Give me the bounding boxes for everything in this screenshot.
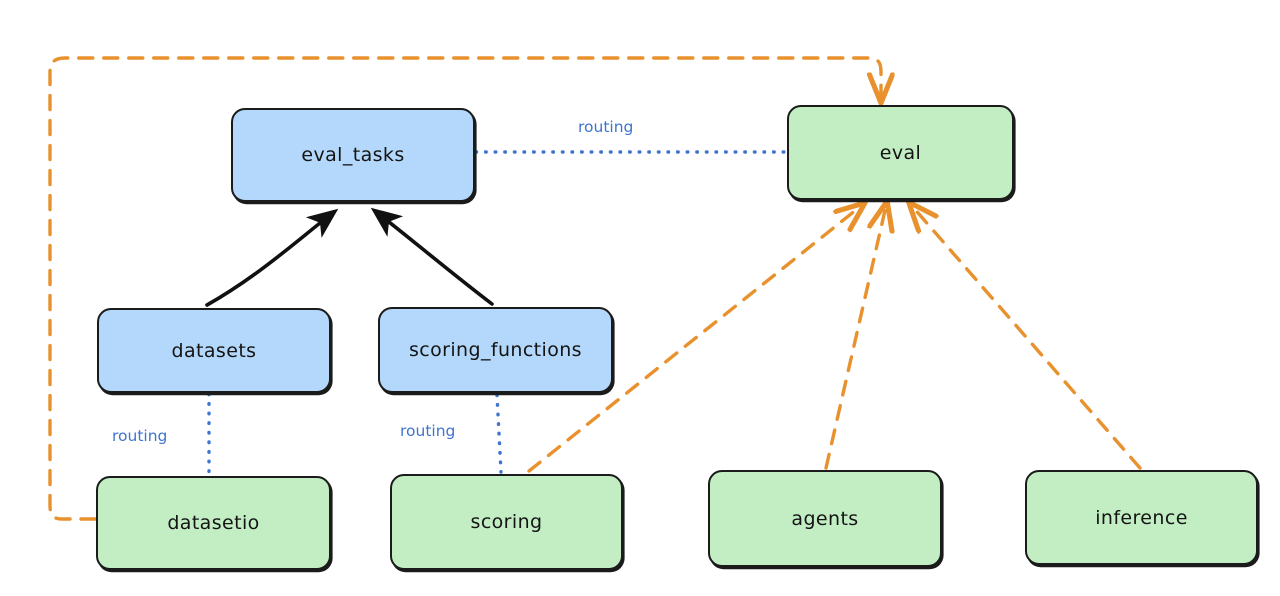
edge-inference-to-eval [912,206,1142,470]
node-label-scoring-functions: scoring_functions [409,339,582,361]
node-label-scoring: scoring [470,511,543,533]
edge-scoring-functions-to-scoring [495,393,503,474]
node-inference[interactable]: inference [1025,470,1258,565]
edge-scoring-to-eval [527,206,861,473]
node-label-eval: eval [879,141,922,164]
edge-agents-to-eval [824,206,886,470]
node-label-inference: inference [1095,506,1188,529]
node-datasets[interactable]: datasets [97,308,331,393]
node-label-eval-tasks: eval_tasks [301,144,405,166]
node-datasetio[interactable]: datasetio [96,476,331,570]
edge-label-routing-eval-tasks-eval: routing [578,118,634,136]
edge-scoring-functions-to-eval-tasks [370,207,494,306]
node-scoring[interactable]: scoring [390,474,623,570]
node-label-datasetio: datasetio [167,512,260,534]
edge-datasets-to-eval-tasks [205,208,339,307]
node-scoring-functions[interactable]: scoring_functions [378,307,613,393]
node-label-datasets: datasets [171,339,257,362]
edge-label-routing-datasets-datasetio: routing [112,427,168,445]
edge-datasetio-to-eval [48,56,881,521]
node-label-agents: agents [791,507,859,530]
edge-label-routing-scoring-functions-scoring: routing [400,422,456,440]
node-agents[interactable]: agents [708,470,942,567]
node-eval[interactable]: eval [787,105,1014,200]
node-eval-tasks[interactable]: eval_tasks [231,108,475,202]
